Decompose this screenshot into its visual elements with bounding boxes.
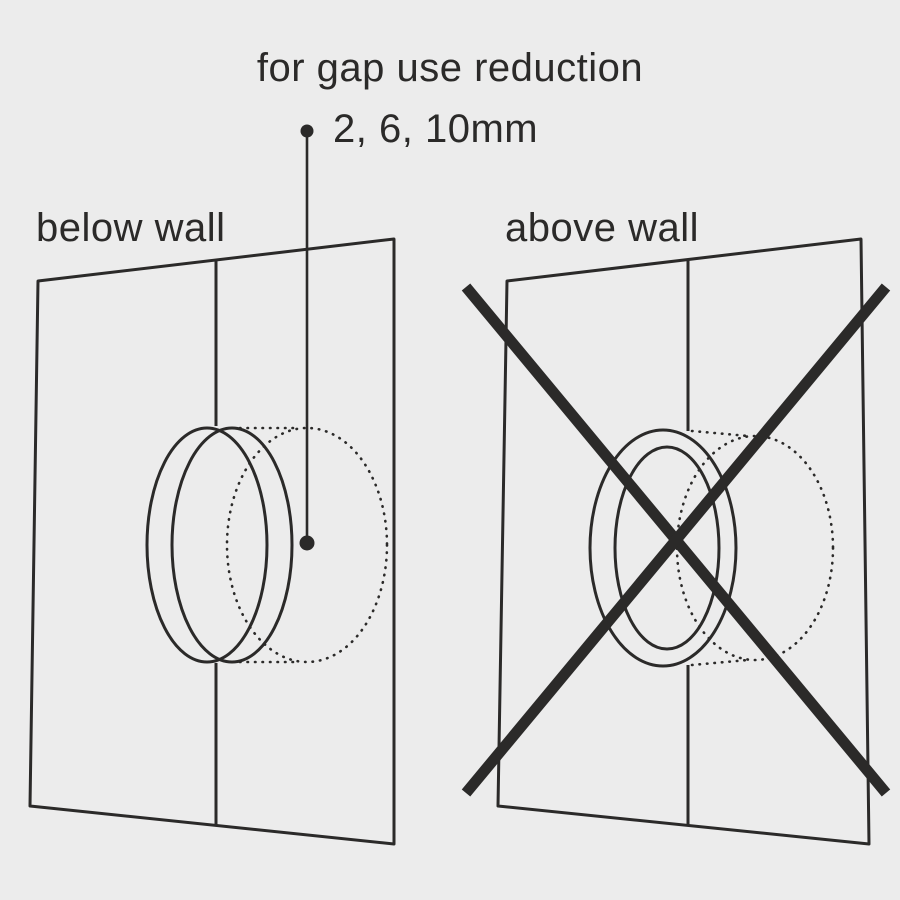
right-dotted-connector-bottom	[690, 658, 750, 667]
left-knob-dotted-position	[225, 426, 389, 664]
prohibition-cross-icon	[461, 283, 891, 797]
leader-dot-bottom	[299, 535, 315, 551]
right-dotted-connector-top	[690, 429, 750, 438]
right-panel-label: above wall	[505, 206, 700, 250]
left-knob-rim	[170, 426, 294, 664]
left-panel-drawing	[28, 237, 396, 846]
right-knob-outer	[588, 428, 738, 668]
left-knob-front	[145, 426, 269, 664]
right-wall-plate	[496, 237, 871, 846]
left-panel-label: below wall	[36, 206, 226, 250]
leader-line	[299, 124, 315, 551]
diagram-title: for gap use reduction	[256, 46, 644, 90]
measurement-label: 2, 6, 10mm	[333, 107, 539, 151]
leader-dot-top	[300, 124, 314, 138]
right-knob-inner	[613, 445, 721, 651]
right-knob-dotted-position	[675, 434, 835, 662]
left-wall-plate	[28, 237, 396, 846]
